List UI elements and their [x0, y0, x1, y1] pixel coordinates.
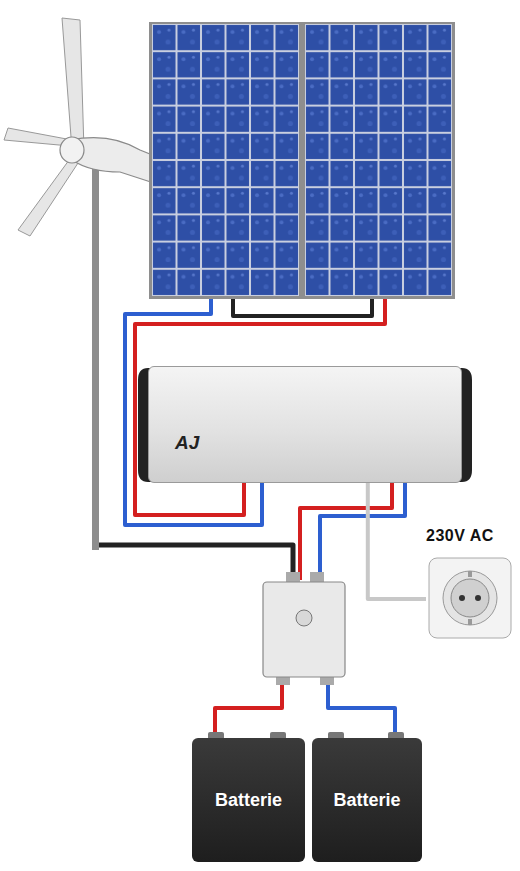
- brand-label: AJ: [175, 432, 199, 454]
- power-socket: 230V AC: [426, 527, 520, 639]
- battery: Batterie: [192, 738, 305, 862]
- ac-cable: [368, 483, 426, 599]
- wires: [95, 298, 405, 735]
- solar-panels: [149, 22, 455, 299]
- battery-label: Batterie: [333, 790, 400, 811]
- inverter-box: AJ: [148, 366, 462, 483]
- socket-face: [428, 557, 512, 639]
- battery: Batterie: [312, 738, 422, 862]
- socket-label: 230V AC: [426, 527, 520, 545]
- junction-box: [263, 572, 345, 685]
- battery-label: Batterie: [215, 790, 282, 811]
